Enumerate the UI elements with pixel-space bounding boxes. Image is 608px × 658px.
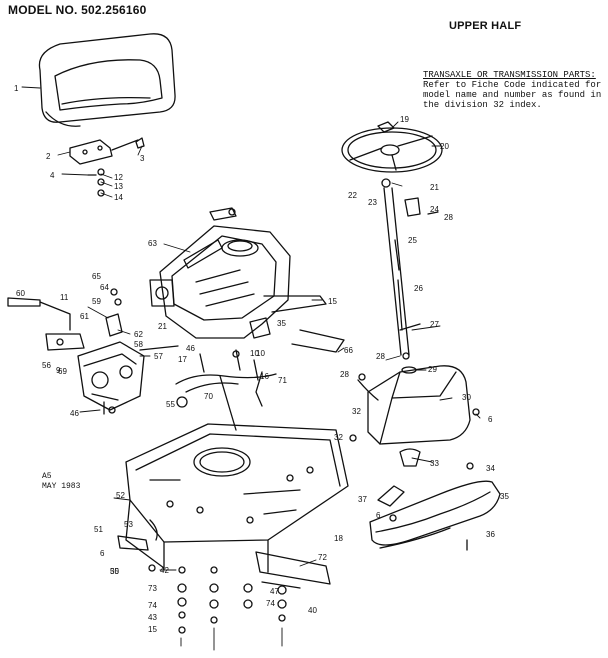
part-callout-42: 42	[160, 566, 169, 575]
part-callout-10: 10	[250, 349, 259, 358]
part-callout-28: 28	[444, 213, 453, 222]
part-callout-28: 28	[340, 370, 349, 379]
part-callout-12: 12	[114, 173, 123, 182]
part-callout-69: 69	[58, 367, 67, 376]
part-callout-11: 11	[60, 293, 69, 302]
part-callout-18: 18	[334, 534, 343, 543]
chassis-frame-part	[125, 423, 349, 573]
part-callout-71: 71	[278, 376, 287, 385]
part-callout-57: 57	[154, 352, 163, 361]
leader-lines	[21, 86, 481, 651]
part-callout-4: 4	[50, 171, 55, 180]
part-callout-50: 50	[110, 567, 119, 576]
part-callout-29: 29	[428, 365, 437, 374]
part-callout-24: 24	[430, 205, 439, 214]
hood-panel-part	[369, 462, 501, 551]
steering-wheel-part	[341, 121, 443, 173]
carburetor-part	[7, 288, 179, 415]
stamp-code: A5	[42, 472, 52, 481]
part-callout-40: 40	[308, 606, 317, 615]
part-callout-66: 66	[344, 346, 353, 355]
part-callout-21: 21	[430, 183, 439, 192]
part-callout-1: 1	[14, 84, 19, 93]
engine-part	[149, 207, 345, 353]
part-callout-17: 17	[178, 355, 187, 364]
part-callout-61: 61	[80, 312, 89, 321]
part-callout-33: 33	[430, 459, 439, 468]
part-callout-52: 52	[116, 491, 125, 500]
part-callout-32: 32	[334, 433, 343, 442]
part-callout-9: 9	[56, 366, 61, 375]
lower-hardware-part	[117, 535, 331, 634]
part-callout-36: 36	[486, 530, 495, 539]
part-callout-19: 19	[400, 115, 409, 124]
revision-stamp: A5 MAY 1983	[42, 472, 80, 492]
part-callout-26: 26	[414, 284, 423, 293]
part-callout-30: 30	[462, 393, 471, 402]
part-callout-15: 15	[148, 625, 157, 634]
part-callout-37: 37	[358, 495, 367, 504]
part-callout-27: 27	[430, 320, 439, 329]
part-callout-58: 58	[134, 340, 143, 349]
part-callout-2: 2	[46, 152, 51, 161]
note-line: the division 32 index.	[423, 100, 542, 110]
part-callout-53: 53	[124, 520, 133, 529]
part-callout-32: 32	[352, 407, 361, 416]
part-callout-28: 28	[376, 352, 385, 361]
dash-console-part	[349, 365, 480, 467]
note-line: model name and number as found in	[423, 90, 602, 100]
part-callout-59: 59	[92, 297, 101, 306]
part-callout-15: 15	[328, 297, 337, 306]
part-callout-47: 47	[270, 587, 279, 596]
model-number: MODEL NO. 502.256160	[8, 3, 147, 17]
part-callout-14: 14	[114, 193, 123, 202]
part-callout-51: 51	[94, 525, 103, 534]
steering-column-part	[381, 178, 439, 374]
part-callout-43: 43	[148, 613, 157, 622]
section-title: UPPER HALF	[449, 20, 522, 32]
part-callout-56: 56	[42, 361, 51, 370]
part-callout-16: 16	[260, 372, 269, 381]
part-callout-10: 10	[256, 349, 265, 358]
part-callout-65: 65	[92, 272, 101, 281]
part-callout-3: 3	[140, 154, 145, 163]
part-callout-72: 72	[318, 553, 327, 562]
transaxle-note: TRANSAXLE OR TRANSMISSION PARTS: Refer t…	[423, 70, 601, 110]
part-callout-13: 13	[114, 182, 123, 191]
part-callout-70: 70	[204, 392, 213, 401]
part-callout-35: 35	[277, 319, 286, 328]
seat-part	[38, 33, 176, 127]
part-callout-74: 74	[148, 601, 157, 610]
part-callout-46: 46	[186, 344, 195, 353]
part-callout-62: 62	[134, 330, 143, 339]
part-callout-22: 22	[348, 191, 357, 200]
linkage-part	[175, 349, 277, 431]
part-callout-6: 6	[376, 511, 381, 520]
part-callout-21: 21	[158, 322, 167, 331]
part-callout-35: 35	[500, 492, 509, 501]
part-callout-23: 23	[368, 198, 377, 207]
part-callout-25: 25	[408, 236, 417, 245]
part-callout-46: 46	[70, 409, 79, 418]
stamp-date: MAY 1983	[42, 482, 81, 491]
part-callout-20: 20	[440, 142, 449, 151]
note-line: Refer to Fiche Code indicated for	[423, 80, 602, 90]
part-callout-55: 55	[166, 400, 175, 409]
part-callout-34: 34	[486, 464, 495, 473]
part-callout-64: 64	[100, 283, 109, 292]
part-callout-6: 6	[488, 415, 493, 424]
seat-bracket-part	[69, 137, 145, 197]
part-callout-63: 63	[148, 239, 157, 248]
note-title: TRANSAXLE OR TRANSMISSION PARTS:	[423, 70, 596, 80]
part-callout-74: 74	[266, 599, 275, 608]
part-callout-73: 73	[148, 584, 157, 593]
part-callout-35: 35	[110, 567, 119, 576]
part-callout-60: 60	[16, 289, 25, 298]
part-callout-6: 6	[100, 549, 105, 558]
